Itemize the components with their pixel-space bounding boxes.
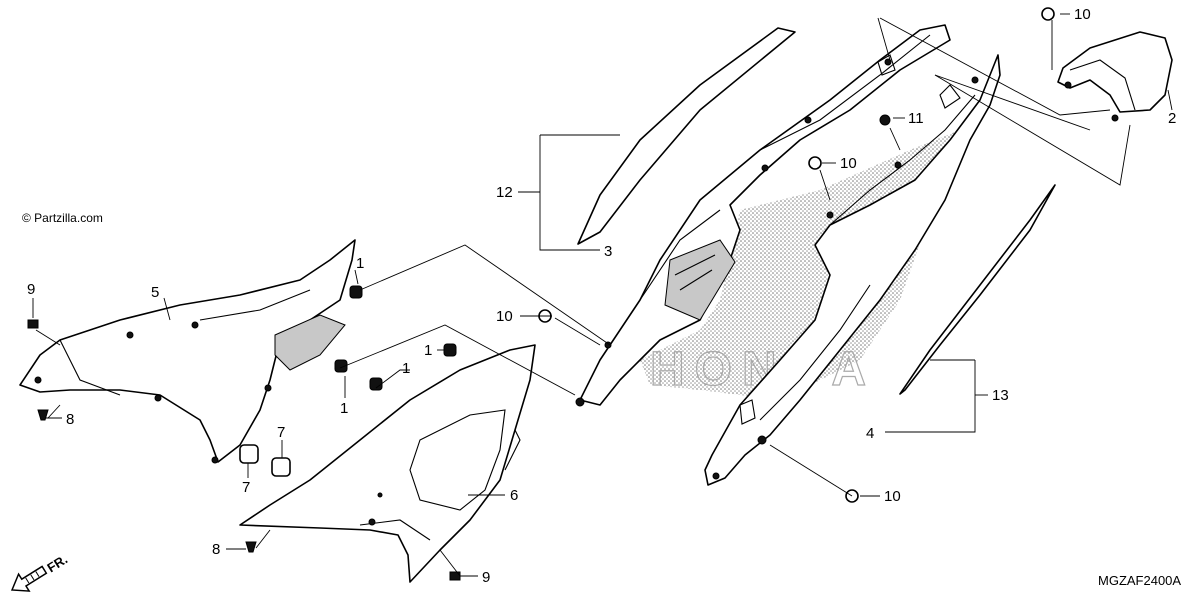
front-direction-arrow: FR.: [10, 552, 70, 592]
callout-11: 11: [908, 110, 924, 127]
grommet-1-c: [369, 377, 383, 391]
callout-10-b: 10: [840, 155, 857, 172]
clip-8-a: [37, 409, 49, 421]
callout-10-a: 10: [1074, 6, 1091, 23]
callout-7-b: 7: [242, 479, 250, 496]
callout-6: 6: [510, 487, 518, 504]
callouts: 10 2 11 10 12 3 10 13 4 10 9 5 1 1 1 1 8…: [27, 6, 1176, 586]
assembly-lines: [35, 17, 1131, 577]
arrow-left-icon: [10, 565, 48, 592]
callout-7-a: 7: [277, 424, 285, 441]
callout-1-a: 1: [356, 255, 364, 272]
direction-label: FR.: [44, 552, 70, 576]
part-2-rear-center-cover: [1057, 31, 1173, 122]
diagram-code: MGZAF2400A: [1098, 573, 1181, 588]
callout-5: 5: [151, 284, 159, 301]
screw-9-a: [27, 319, 39, 329]
screw-9-b: [449, 571, 461, 581]
callout-13: 13: [992, 387, 1009, 404]
callout-10-d: 10: [884, 488, 901, 505]
callout-8-b: 8: [212, 541, 220, 558]
grommet-1-b: [334, 359, 348, 373]
callout-1-c: 1: [402, 360, 410, 377]
grommet-1-d: [443, 343, 457, 357]
leader-lines: [32, 13, 1173, 577]
bolt-11: [879, 114, 891, 126]
bolt-10-b: [808, 156, 822, 170]
callout-10-c: 10: [496, 308, 513, 325]
collar-7-b: [271, 457, 291, 477]
callout-4: 4: [866, 425, 874, 442]
part-13-decal-stripe: [899, 184, 1056, 395]
grommet-1-a: [349, 285, 363, 299]
part-5-side-cover-left: [19, 239, 356, 464]
callout-3: 3: [604, 243, 612, 260]
part-4-rear-cowl-right: [704, 54, 1001, 486]
bolt-10-a: [1041, 7, 1055, 21]
clip-8-b: [245, 541, 257, 553]
callout-2: 2: [1168, 110, 1176, 127]
part-6-side-cover-right: [239, 344, 536, 583]
callout-12: 12: [496, 184, 513, 201]
callout-8-a: 8: [66, 411, 74, 428]
callout-1-b: 1: [340, 400, 348, 417]
part-12-decal-stripe: [577, 27, 796, 245]
part-3-rear-cowl-left: [575, 24, 951, 407]
callout-9-b: 9: [482, 569, 490, 586]
collar-7-a: [239, 444, 259, 464]
callout-1-d: 1: [424, 342, 432, 359]
callout-9-a: 9: [27, 281, 35, 298]
watermark-text: © Partzilla.com: [22, 211, 103, 225]
fasteners: [27, 7, 1055, 581]
